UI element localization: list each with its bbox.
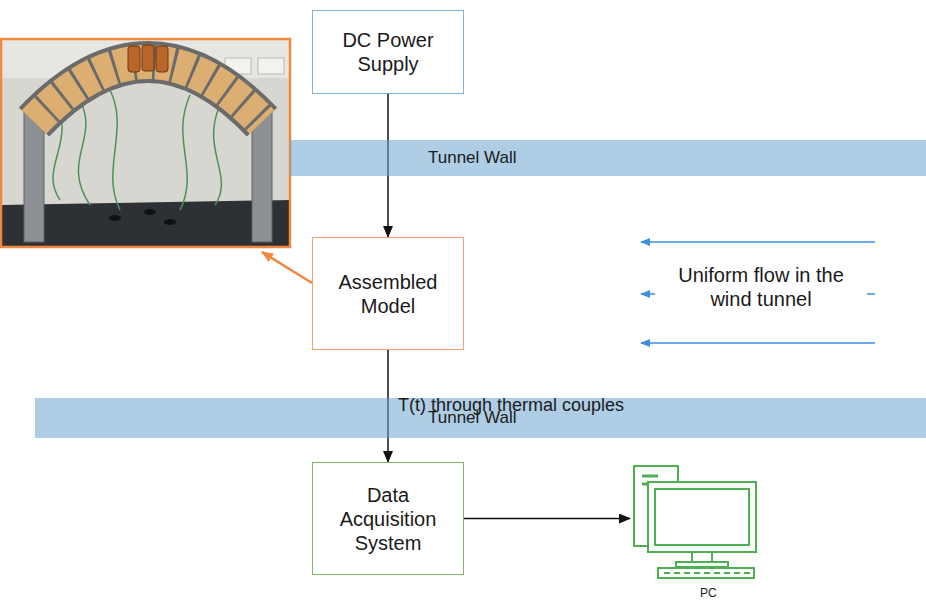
- keyboard-keys: [694, 572, 700, 574]
- flow-arrow: [641, 342, 875, 344]
- cable: [110, 90, 120, 210]
- flow-arrow: [641, 241, 875, 243]
- keyboard-keys: [684, 572, 690, 574]
- table-hole: [144, 209, 156, 215]
- box-label: Assembled Model: [323, 270, 453, 318]
- band-label: Tunnel Wall: [428, 148, 517, 168]
- keyboard-keys: [674, 572, 680, 574]
- box-label: DC Power Supply: [323, 28, 453, 76]
- keyboard-keys: [704, 572, 710, 574]
- wall-socket: [258, 58, 284, 74]
- model-box: Assembled Model: [312, 237, 464, 350]
- coil: [142, 45, 154, 71]
- edge-label: T(t) through thermal couples: [398, 394, 624, 416]
- model-photo: [1, 39, 290, 247]
- connector-arrow: [464, 518, 630, 520]
- cable: [214, 105, 222, 205]
- coil: [128, 46, 140, 72]
- cable: [78, 100, 90, 205]
- monitor-frame: [648, 482, 756, 552]
- tower-slot: [642, 475, 658, 478]
- keyboard-keys: [744, 572, 750, 574]
- box-label: Data Acquisition System: [323, 483, 453, 555]
- icon-label: PC: [700, 586, 717, 600]
- table-hole: [164, 219, 176, 225]
- keyboard-keys: [724, 572, 730, 574]
- callout-arrow: [262, 252, 312, 283]
- monitor-screen: [655, 489, 749, 545]
- power-supply-box: DC Power Supply: [312, 10, 464, 94]
- tunnel-wall-band: Tunnel Wall: [290, 140, 926, 176]
- photo-frame: [1, 39, 290, 247]
- keyboard-keys: [714, 572, 720, 574]
- keyboard-keys: [734, 572, 740, 574]
- pc-icon: PC: [630, 462, 762, 604]
- cable: [180, 95, 190, 210]
- keyboard-keys: [664, 572, 670, 574]
- table-hole: [109, 215, 121, 221]
- computer-icon: [630, 462, 762, 580]
- monitor-stand: [692, 552, 712, 562]
- monitor-base: [676, 562, 728, 567]
- flow-label: Uniform flow in the wind tunnel: [655, 263, 867, 311]
- daq-box: Data Acquisition System: [312, 462, 464, 575]
- keyboard: [658, 568, 754, 578]
- coil: [156, 46, 168, 72]
- photo-wall: [1, 39, 290, 247]
